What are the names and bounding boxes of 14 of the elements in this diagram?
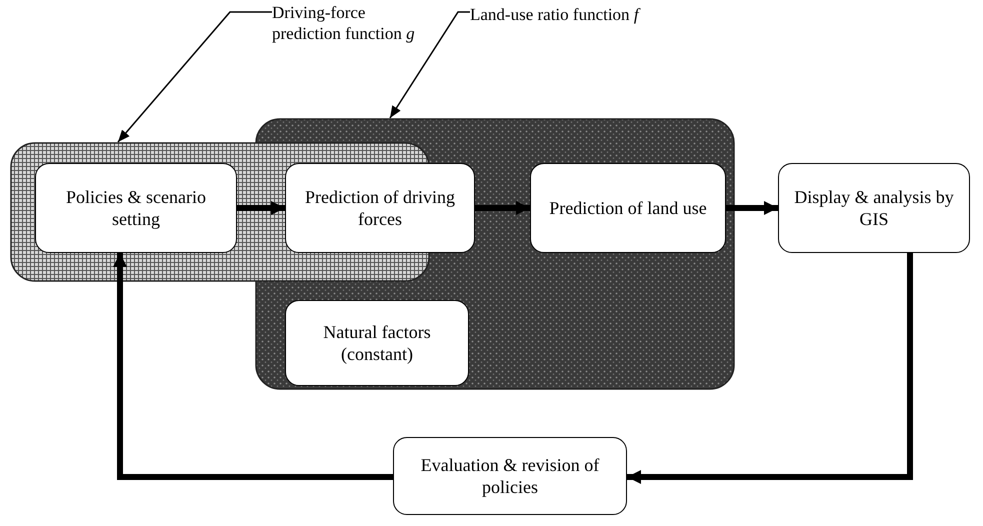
process-box: Natural factors (constant) — [285, 300, 469, 386]
annotation-label: Driving-force prediction function g — [272, 2, 424, 50]
flow-arrow — [475, 201, 530, 215]
process-box: Policies & scenario setting — [35, 163, 237, 253]
flow-arrow — [113, 253, 393, 480]
flow-arrow — [627, 253, 913, 484]
leader-line — [117, 11, 272, 142]
process-box: Evaluation & revision of policies — [393, 437, 627, 515]
flow-arrow — [726, 201, 778, 215]
flow-arrow — [237, 201, 285, 215]
process-box: Prediction of land use — [530, 163, 726, 253]
process-box: Display & analysis by GIS — [778, 163, 970, 253]
annotation-label: Land-use ratio function f — [470, 4, 710, 34]
leader-line — [389, 11, 470, 118]
